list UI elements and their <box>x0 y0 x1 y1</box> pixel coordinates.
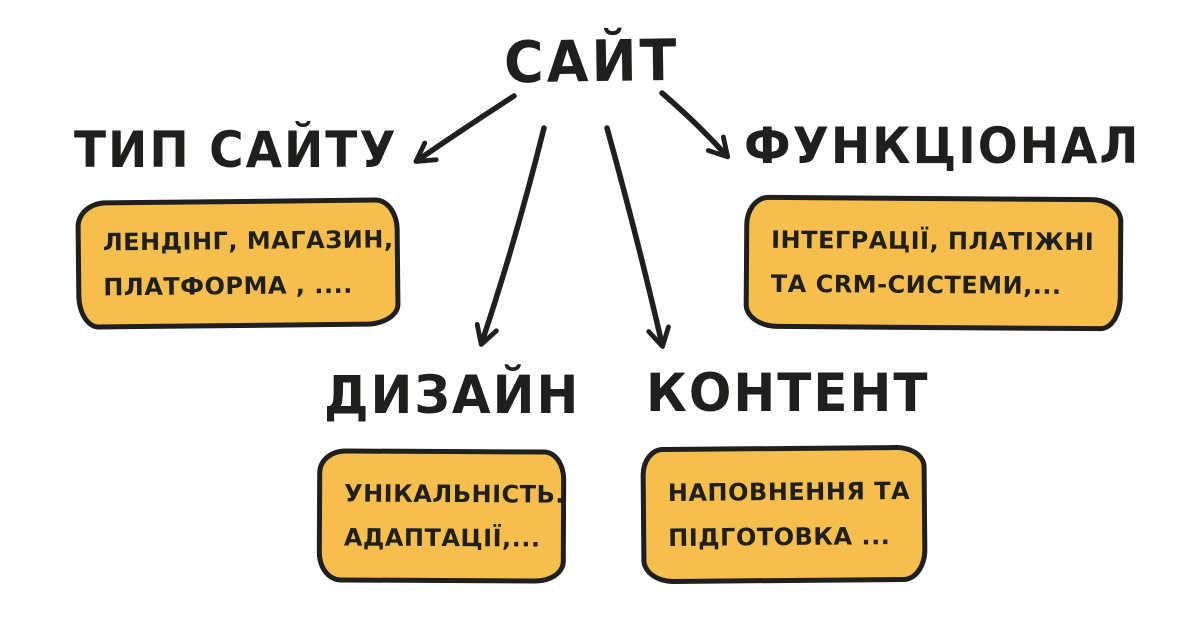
note-line: ПЛАТФОРМА , .... <box>103 270 353 301</box>
root-node-title: САЙТ <box>503 26 680 97</box>
connector-arrow-site-to-content <box>604 125 671 349</box>
note-line: УНІКАЛЬНІСТЬ. <box>344 479 566 509</box>
node-title-design: ДИЗАЙН <box>324 364 581 426</box>
connector-arrow-site-to-design <box>474 125 547 347</box>
connector-arrow-site-to-type <box>413 93 517 164</box>
note-line: ТА CRM-СИСТЕМИ,... <box>770 269 1062 300</box>
connector-arrow-site-to-functionality <box>659 90 731 160</box>
note-line: НАПОВНЕННЯ ТА <box>667 477 911 508</box>
note-line: ЛЕНДІНГ, МАГАЗИН, <box>102 225 394 257</box>
note-line: АДАПТАЦІЇ,... <box>343 523 541 553</box>
note-line: ПІДГОТОВКА ... <box>668 521 891 552</box>
note-box-site-type: ЛЕНДІНГ, МАГАЗИН, ПЛАТФОРМА , .... <box>75 197 401 330</box>
note-box-content: НАПОВНЕННЯ ТА ПІДГОТОВКА ... <box>640 444 928 585</box>
note-box-functionality: ІНТЕГРАЦІЇ, ПЛАТІЖНІ ТА CRM-СИСТЕМИ,... <box>743 194 1124 332</box>
note-box-design: УНІКАЛЬНІСТЬ. АДАПТАЦІЇ,... <box>316 448 567 584</box>
node-title-functionality: ФУНКЦІОНАЛ <box>744 117 1141 176</box>
note-line: ІНТЕГРАЦІЇ, ПЛАТІЖНІ <box>771 225 1095 256</box>
node-title-site-type: ТИП САЙТУ <box>74 121 398 180</box>
node-title-content: КОНТЕНТ <box>646 362 930 424</box>
